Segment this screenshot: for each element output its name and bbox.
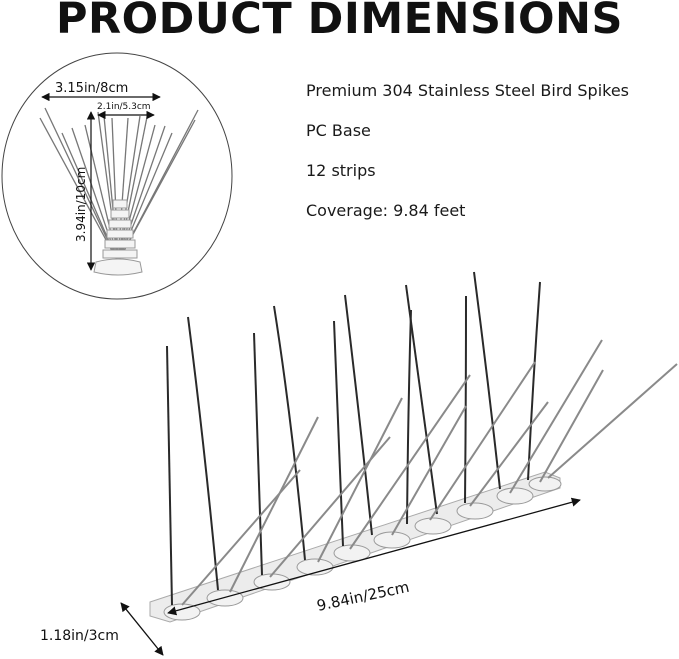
inner-width-label: 2.1in/5.3cm bbox=[97, 102, 151, 112]
end-view-inset: 3.15in/8cm 2.1in/5.3cm 3.94in/10cm bbox=[1, 52, 233, 300]
feature-strips: 12 strips bbox=[306, 161, 376, 180]
feature-base: PC Base bbox=[306, 121, 371, 140]
end-view-spikes bbox=[39, 107, 199, 276]
length-label: 9.84in/25cm bbox=[315, 578, 411, 615]
feature-list: Premium 304 Stainless Steel Bird Spikes … bbox=[306, 80, 629, 240]
feature-material: Premium 304 Stainless Steel Bird Spikes bbox=[306, 81, 630, 100]
height-label: 3.94in/10cm bbox=[74, 167, 88, 242]
base-width-label: 1.18in/3cm bbox=[40, 628, 119, 644]
feature-coverage: Coverage: 9.84 feet bbox=[306, 201, 466, 220]
vertical-spikes bbox=[166, 271, 541, 606]
top-width-label: 3.15in/8cm bbox=[55, 81, 128, 96]
base-width-arrow bbox=[120, 602, 164, 656]
length-arrow bbox=[167, 497, 581, 616]
spike-strip bbox=[149, 271, 678, 623]
page-title: PRODUCT DIMENSIONS bbox=[56, 0, 623, 44]
